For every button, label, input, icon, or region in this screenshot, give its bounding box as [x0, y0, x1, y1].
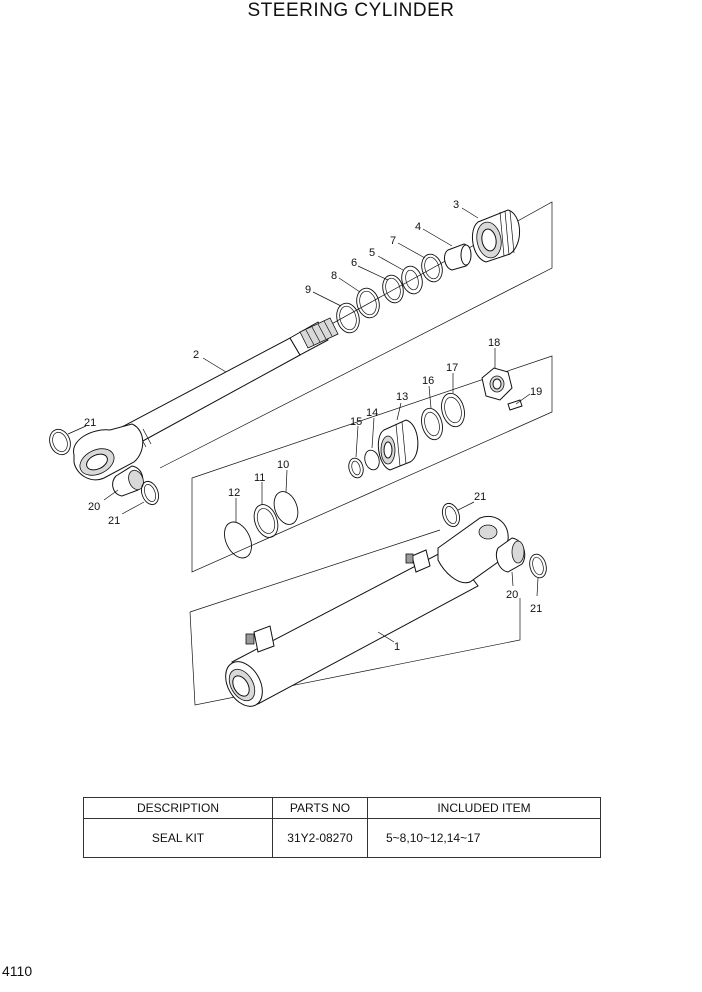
callout-7: 7: [390, 235, 396, 247]
parts-table-header-row: DESCRIPTION PARTS NO INCLUDED ITEM: [83, 797, 601, 819]
ring-part-10: [273, 491, 299, 525]
callout-8: 8: [331, 270, 337, 282]
cylinder-tube-part-1: [225, 516, 526, 707]
col-included-item: INCLUDED ITEM: [367, 797, 601, 819]
snap-ring-21-tube-b-inner: [532, 556, 544, 576]
callout-21-rod-a: 21: [84, 417, 96, 429]
callout-4: 4: [415, 221, 421, 233]
callout-2: 2: [193, 349, 199, 361]
gland-part-3: [471, 209, 520, 263]
seal-part-8: [356, 287, 380, 319]
callout-21-tube-b: 21: [530, 603, 542, 615]
callout-9: 9: [305, 284, 311, 296]
col-parts-no: PARTS NO: [272, 797, 368, 819]
ring-part-14: [364, 449, 380, 471]
seal-part-7: [421, 253, 443, 283]
seal-part-6: [382, 274, 404, 304]
callout-1: 1: [394, 641, 400, 653]
callout-12: 12: [228, 487, 240, 499]
cell-description: SEAL KIT: [83, 818, 273, 858]
seal-part-9-inner: [339, 305, 357, 331]
cell-included-item: 5~8,10~12,14~17: [367, 818, 601, 858]
group-frame-lower-right: [189, 598, 521, 706]
seal-part-9: [336, 302, 360, 334]
callout-13: 13: [396, 391, 408, 403]
callout-21-rod-b: 21: [108, 515, 120, 527]
callout-14: 14: [366, 407, 378, 419]
callout-19: 19: [530, 386, 542, 398]
callout-20-rod: 20: [88, 501, 100, 513]
callout-18: 18: [488, 337, 500, 349]
nut-part-18: [481, 367, 513, 401]
table-row: SEAL KIT 31Y2-08270 5~8,10~12,14~17: [83, 818, 601, 858]
snap-ring-21-rod-a-inner: [52, 431, 68, 453]
ring-part-16: [421, 407, 443, 441]
ring-part-15-inner: [351, 460, 361, 476]
piston-rod-part-2: [73, 317, 339, 497]
callout-11: 11: [254, 472, 265, 484]
callout-5: 5: [369, 247, 375, 259]
snap-ring-21-tube-a-inner: [445, 506, 457, 524]
snap-ring-21-rod-b: [140, 480, 160, 506]
bushing-part-4: [444, 243, 472, 271]
page-title: STEERING CYLINDER: [247, 0, 455, 21]
callout-6: 6: [351, 257, 357, 269]
snap-ring-21-rod-b-inner: [144, 484, 156, 502]
piston-part-13: [377, 419, 419, 471]
cell-parts-no: 31Y2-08270: [272, 818, 368, 858]
callout-20-tube: 20: [506, 589, 518, 601]
callout-3: 3: [453, 199, 459, 211]
snap-ring-21-rod-a: [49, 428, 71, 456]
callout-10: 10: [277, 459, 289, 471]
col-description: DESCRIPTION: [83, 797, 273, 819]
callout-21-tube-a: 21: [474, 491, 486, 503]
ring-part-11-inner: [256, 508, 276, 534]
seal-part-5: [401, 265, 423, 295]
group-frame-middle: [191, 355, 553, 573]
parts-table: DESCRIPTION PARTS NO INCLUDED ITEM SEAL …: [83, 797, 601, 858]
seal-part-7-inner: [424, 256, 440, 280]
ring-part-17: [441, 392, 465, 428]
seal-part-6-inner: [385, 277, 401, 301]
ring-part-11: [253, 504, 279, 538]
seal-part-8-inner: [359, 290, 377, 316]
snap-ring-21-tube-b: [529, 553, 547, 579]
leader-lines: [67, 207, 539, 643]
snap-ring-21-tube-a: [441, 502, 461, 528]
ring-part-15: [348, 457, 364, 479]
callout-16: 16: [422, 375, 434, 387]
ring-part-16-inner: [424, 411, 440, 437]
seal-part-5-inner: [405, 269, 419, 291]
ring-part-12: [224, 521, 252, 559]
page-number: 4110: [2, 963, 33, 979]
callout-15: 15: [350, 416, 362, 428]
callout-17: 17: [446, 362, 458, 374]
ring-part-17-inner: [444, 396, 462, 424]
group-frame-lower: [189, 529, 441, 613]
